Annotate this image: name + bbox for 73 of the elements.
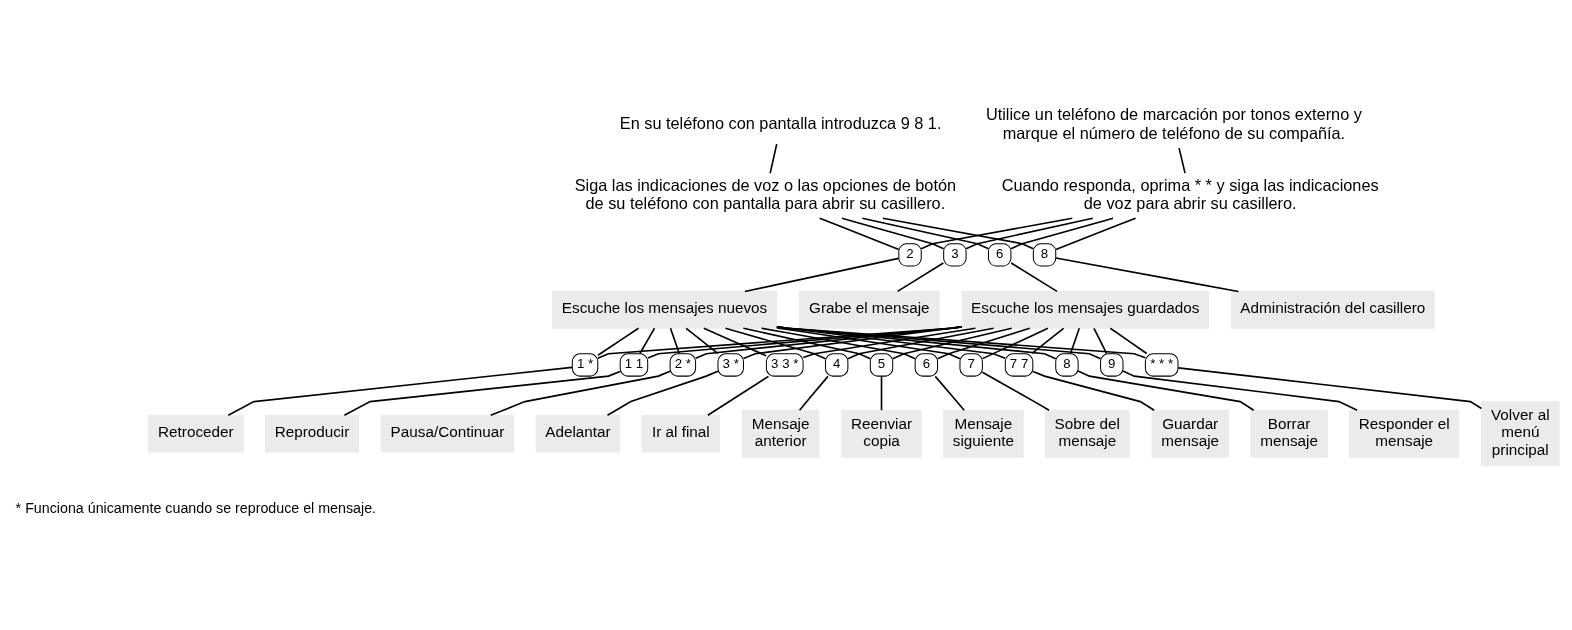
node-box: * * * — [1144, 352, 1179, 377]
connector — [1055, 216, 1137, 250]
node-box: Mensaje siguiente — [943, 409, 1024, 458]
connector — [724, 327, 827, 360]
connector — [489, 369, 671, 416]
node-box: Escuche los mensajes guardados — [961, 290, 1210, 329]
node-text: En su teléfono con pantalla introduzca 9 8 1. — [619, 113, 942, 132]
connector — [934, 375, 965, 411]
connector — [1031, 326, 1065, 354]
node-box: 1 1 — [619, 352, 649, 377]
label: * Funciona únicamente cuando se reproduce el mensaje. — [15, 499, 377, 516]
connector — [769, 142, 778, 174]
connector — [882, 216, 1035, 250]
connector — [703, 326, 767, 357]
node-box: Sobre del mensaje — [1045, 409, 1130, 458]
node-box: Mensaje anterior — [741, 409, 820, 458]
connector — [920, 216, 1074, 250]
connector — [936, 327, 1031, 360]
connector — [597, 326, 640, 356]
node-box: Ir al final — [641, 414, 721, 453]
connector — [891, 326, 1013, 360]
connector — [776, 325, 1006, 359]
connector — [1093, 326, 1108, 354]
node-box: 3 3 * — [765, 352, 804, 377]
connector — [802, 326, 977, 358]
connector — [742, 326, 872, 360]
node-box: Volver al menú principal — [1481, 400, 1560, 466]
connector — [841, 217, 945, 250]
connector — [685, 326, 719, 354]
node-text: Siga las indicaciones de voz o las opciones de botón de su teléfono con pantalla para abrir su casillero. — [574, 174, 957, 212]
connector — [818, 216, 900, 250]
connector — [1178, 146, 1186, 174]
node-box: 7 7 — [1004, 352, 1034, 377]
node-box: Grabe el mensaje — [799, 290, 940, 329]
node-box: Escuche los mensajes nuevos — [551, 290, 778, 329]
connector — [669, 326, 681, 354]
connector — [1122, 369, 1358, 411]
node-box: Retroceder — [147, 414, 244, 453]
connector — [639, 326, 656, 354]
node-box: Pausa/Continuar — [380, 414, 515, 453]
connector — [776, 326, 961, 360]
connector — [760, 326, 916, 360]
node-box: Adelantar — [535, 414, 621, 453]
connector — [343, 370, 621, 416]
connector — [798, 375, 829, 411]
node-box: Responder el mensaje — [1349, 409, 1460, 458]
connector — [1032, 370, 1155, 411]
connector — [1177, 366, 1483, 409]
connector — [861, 216, 990, 250]
connector — [742, 325, 963, 359]
connector — [1069, 326, 1081, 354]
node-box: Borrar mensaje — [1250, 409, 1328, 458]
node-text: Cuando responda, oprima * * y siga las indicaciones de voz para abrir su casillero. — [1001, 174, 1379, 212]
node-text: Utilice un teléfono de marcación por tonos externo y marque el número de teléfono de su compañía. — [985, 104, 1362, 142]
connector — [606, 369, 719, 416]
node-box: Guardar mensaje — [1151, 409, 1229, 458]
connector — [981, 371, 1050, 411]
connector — [896, 261, 945, 292]
connector — [227, 366, 573, 416]
connector — [1077, 369, 1255, 411]
connector — [847, 326, 995, 360]
connector — [1055, 256, 1240, 292]
connector — [1109, 326, 1148, 354]
connector — [965, 216, 1094, 250]
connector — [880, 375, 883, 411]
node-box: Reproducir — [265, 414, 359, 453]
connector — [981, 326, 1049, 359]
connector — [1010, 217, 1114, 250]
node-box: Reenviar copia — [841, 409, 922, 458]
connector — [707, 375, 770, 416]
node-box: Administración del casillero — [1230, 290, 1435, 329]
connector — [744, 257, 900, 292]
connector — [1010, 261, 1058, 292]
